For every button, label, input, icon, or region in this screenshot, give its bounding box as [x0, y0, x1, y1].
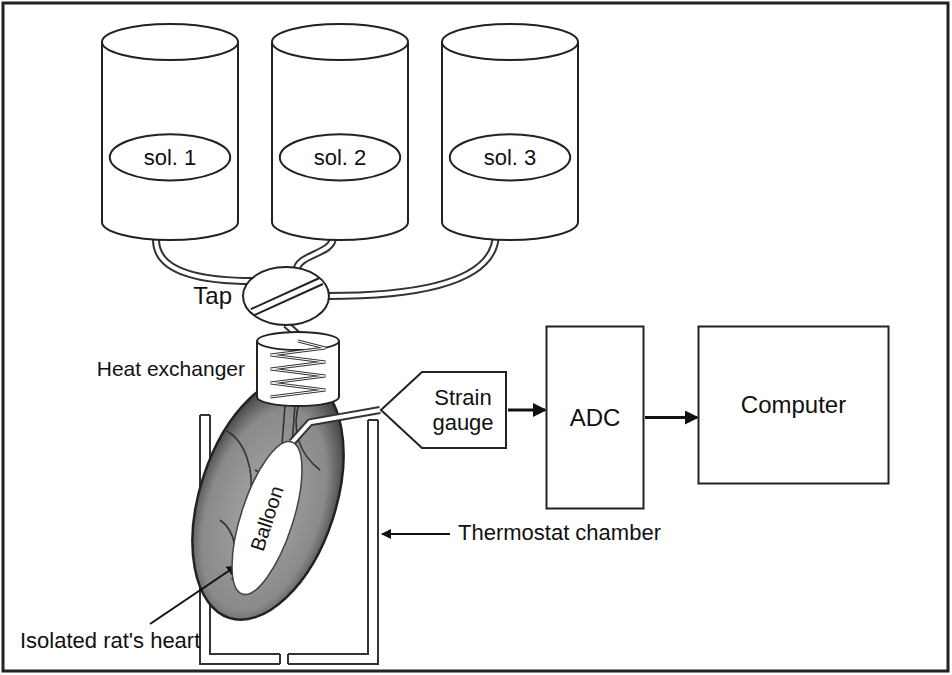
signal-arrow: [645, 417, 697, 418]
solution-reservoir: sol. 3: [440, 22, 580, 242]
tap-valve-outline: [242, 266, 330, 326]
node-text: Tap: [193, 282, 232, 310]
heart-label: Isolated rat's heart: [20, 628, 200, 653]
heat-exchanger-outline: [255, 332, 341, 406]
text-area: Balloon: [228, 432, 306, 604]
node-text: sol. 3: [484, 145, 537, 170]
text-area: sol. 2: [280, 134, 400, 180]
node-text: Strain gauge: [426, 385, 500, 436]
perfusion-tube: [156, 240, 253, 281]
perfusion-tube: [327, 233, 496, 296]
leader-arrow: [150, 566, 236, 624]
text-area: Strain gauge: [426, 370, 500, 450]
text-area: sol. 1: [110, 134, 230, 180]
solution-reservoir-outline: [440, 22, 580, 242]
signal-arrow: [508, 410, 545, 411]
frame: [3, 3, 948, 671]
solution-reservoir-outline: [100, 22, 240, 242]
node-text: sol. 1: [144, 145, 197, 170]
node-text: ADC: [570, 404, 621, 432]
chamber-label: Thermostat chamber: [458, 520, 661, 545]
node-text: sol. 2: [314, 145, 367, 170]
node-text: Balloon: [246, 483, 288, 554]
text-area: sol. 3: [450, 134, 570, 180]
strain-gauge: Strain gauge: [380, 370, 508, 450]
leader-arrow: [382, 533, 450, 535]
node-text: Heat exchanger: [97, 357, 245, 381]
solution-reservoir-outline: [270, 22, 410, 242]
node-text: Computer: [741, 391, 846, 419]
tap-valve: Tap: [242, 266, 330, 326]
adc-box: ADC: [545, 325, 645, 510]
text-area: Computer: [697, 325, 890, 485]
perfusion-tube: [297, 238, 333, 271]
computer-box: Computer: [697, 325, 890, 485]
heat-exchanger: Heat exchanger: [255, 332, 341, 406]
perfusion-tube: [292, 410, 380, 442]
solution-reservoir: sol. 1: [100, 22, 240, 242]
balloon: Balloon: [228, 432, 306, 604]
solution-reservoir: sol. 2: [270, 22, 410, 242]
text-area: ADC: [545, 325, 645, 510]
